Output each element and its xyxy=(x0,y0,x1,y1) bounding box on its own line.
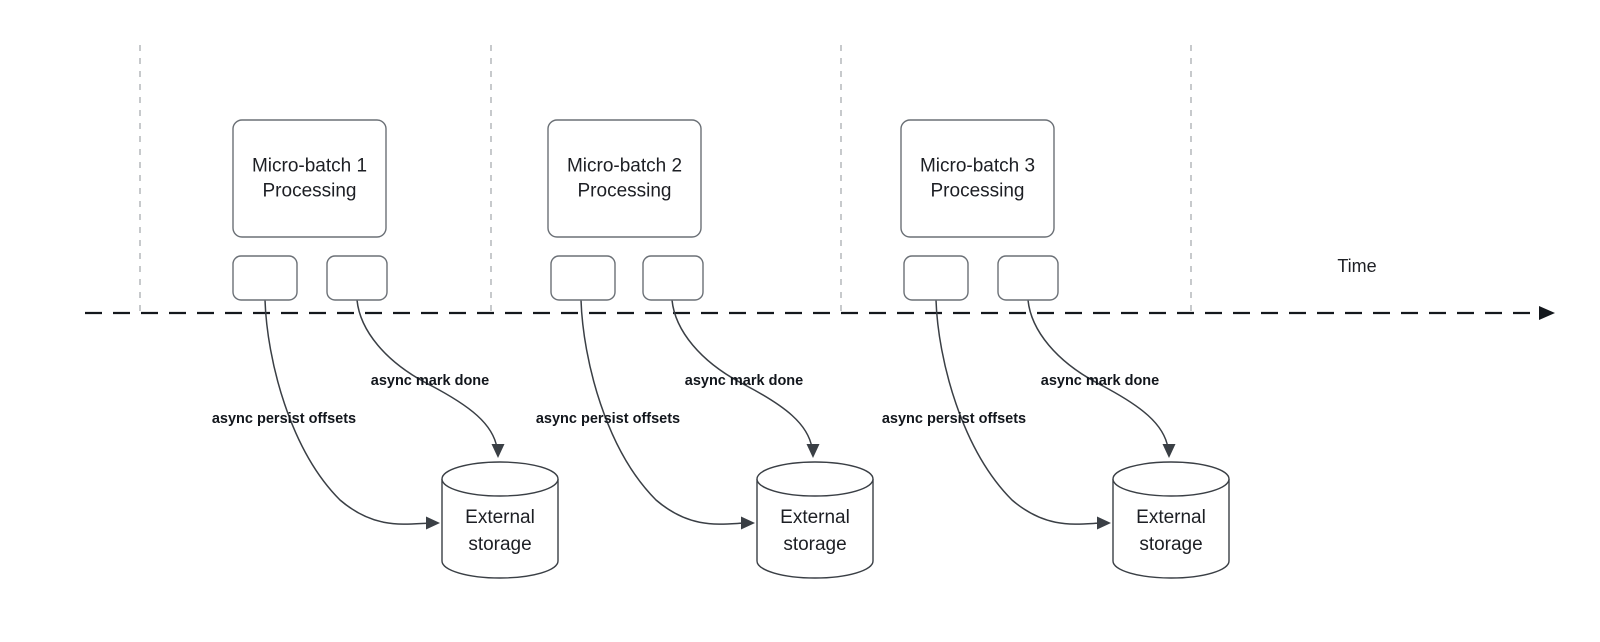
batch-3-storage-label-line2: storage xyxy=(1139,534,1202,555)
batch-3-storage-top-ellipse[interactable] xyxy=(1112,461,1230,497)
batch-3-process-box[interactable] xyxy=(900,119,1055,238)
batch-2-storage-label-line2: storage xyxy=(783,534,846,555)
batch-2-storage-top-ellipse[interactable] xyxy=(756,461,874,497)
batch-1-process-box[interactable] xyxy=(232,119,387,238)
batch-3-task-a[interactable] xyxy=(903,255,969,301)
batch-3-storage-body[interactable] xyxy=(1112,479,1230,579)
batch-1-persist-label: async persist offsets xyxy=(212,411,356,427)
batch-3-persist-label: async persist offsets xyxy=(882,411,1026,427)
batch-3-mark-done-label: async mark done xyxy=(1041,373,1159,389)
tick-line-group xyxy=(139,45,1192,313)
batch-1-storage-top-ellipse[interactable] xyxy=(441,461,559,497)
batch-1-mark-done-curve xyxy=(356,299,498,449)
batch-2-process-label-line1: Micro-batch 2 xyxy=(567,156,682,177)
batch-2-mark-done-arrowhead-icon xyxy=(806,444,820,458)
batch-2-task-b[interactable] xyxy=(642,255,704,301)
batch-1-process-label-line1: Micro-batch 1 xyxy=(252,156,367,177)
batch-1-task-b[interactable] xyxy=(326,255,388,301)
node-group xyxy=(232,119,1230,579)
batch-2-persist-curve xyxy=(580,299,747,525)
batch-3-process-label-line1: Micro-batch 3 xyxy=(920,156,1035,177)
batch-1-storage-body[interactable] xyxy=(441,479,559,579)
batch-1-storage-label-line2: storage xyxy=(468,534,531,555)
timeline-arrowhead-icon xyxy=(1539,306,1555,320)
batch-1-mark-done-label: async mark done xyxy=(371,373,489,389)
batch-3-mark-done-curve xyxy=(1027,299,1169,449)
batch-3-persist-arrowhead-icon xyxy=(1097,516,1111,530)
batch-2-storage-label-line1: External xyxy=(780,507,850,528)
batch-2-persist-label: async persist offsets xyxy=(536,411,680,427)
batch-2-mark-done-curve xyxy=(671,299,813,449)
batch-1-mark-done-arrowhead-icon xyxy=(491,444,505,458)
batch-3-storage-label-line1: External xyxy=(1136,507,1206,528)
timeline-axis xyxy=(85,306,1555,320)
batch-2-persist-arrowhead-icon xyxy=(741,516,755,530)
batch-3-persist-curve xyxy=(935,299,1103,525)
batch-1-process-label-line2: Processing xyxy=(263,181,357,202)
flow-edge-group xyxy=(264,299,1176,530)
time-axis-label: Time xyxy=(1337,256,1376,276)
label-group: Time async persist offsets async mark done… xyxy=(212,156,1377,556)
batch-3-mark-done-arrowhead-icon xyxy=(1162,444,1176,458)
batch-2-process-box[interactable] xyxy=(547,119,702,238)
batch-1-task-a[interactable] xyxy=(232,255,298,301)
batch-3-task-b[interactable] xyxy=(997,255,1059,301)
batch-2-mark-done-label: async mark done xyxy=(685,373,803,389)
batch-2-process-label-line2: Processing xyxy=(578,181,672,202)
batch-1-storage-label-line1: External xyxy=(465,507,535,528)
batch-1-persist-arrowhead-icon xyxy=(426,516,440,530)
batch-2-storage-body[interactable] xyxy=(756,479,874,579)
batch-2-task-a[interactable] xyxy=(550,255,616,301)
batch-3-process-label-line2: Processing xyxy=(931,181,1025,202)
batch-1-persist-curve xyxy=(264,299,432,525)
